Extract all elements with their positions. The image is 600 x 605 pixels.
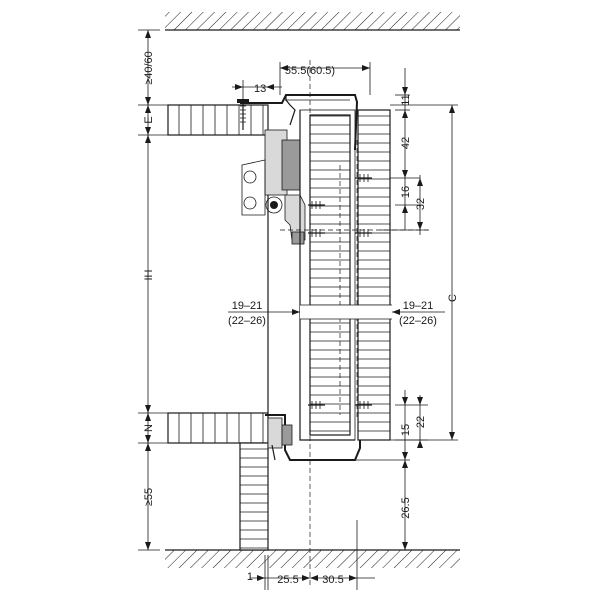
label-bottom-clearance: ≥55 xyxy=(143,488,155,506)
label-42: 42 xyxy=(400,137,412,149)
top-board xyxy=(167,104,269,136)
bottom-runner-bracket xyxy=(265,414,361,461)
lower-side-board xyxy=(239,442,269,551)
bottom-board xyxy=(167,412,269,444)
label-26-5: 26.5 xyxy=(400,497,412,518)
dim-top-width xyxy=(279,62,371,95)
outer-drawer-panel xyxy=(357,109,391,441)
label-left-range-alt: (22–26) xyxy=(228,315,266,327)
label-C: C xyxy=(447,294,459,302)
right-dims-lower xyxy=(355,390,428,550)
label-30-5: 30.5 xyxy=(322,574,343,586)
label-left-range: 19–21 xyxy=(232,300,263,312)
dim-C xyxy=(390,104,458,441)
label-E: E xyxy=(143,116,155,123)
label-11: 11 xyxy=(400,94,412,105)
top-hanger-bracket xyxy=(237,94,359,245)
dim-13 xyxy=(232,80,282,100)
break-gap xyxy=(300,305,392,319)
right-dims-upper xyxy=(380,68,428,235)
label-top-clearance: ≥40/60 xyxy=(143,51,155,85)
label-13: 13 xyxy=(254,83,266,95)
label-IH: IH xyxy=(143,269,155,280)
left-extension-lines xyxy=(138,29,168,551)
floor-hatch xyxy=(165,549,460,568)
label-N: N xyxy=(143,424,155,432)
ceiling-hatch xyxy=(165,12,460,31)
label-right-range: 19–21 xyxy=(403,300,434,312)
label-right-range-alt: (22–26) xyxy=(399,315,437,327)
label-1: 1 xyxy=(247,571,253,583)
mid-range-dims xyxy=(228,309,445,315)
label-16: 16 xyxy=(400,186,412,198)
label-15: 15 xyxy=(400,424,412,436)
bottom-dims xyxy=(250,520,375,590)
inner-drawer-panel xyxy=(299,109,356,441)
label-width-top: 55.5(60.5) xyxy=(285,65,335,77)
label-32: 32 xyxy=(415,198,427,210)
label-22: 22 xyxy=(415,416,427,428)
label-25-5: 25.5 xyxy=(277,574,298,586)
